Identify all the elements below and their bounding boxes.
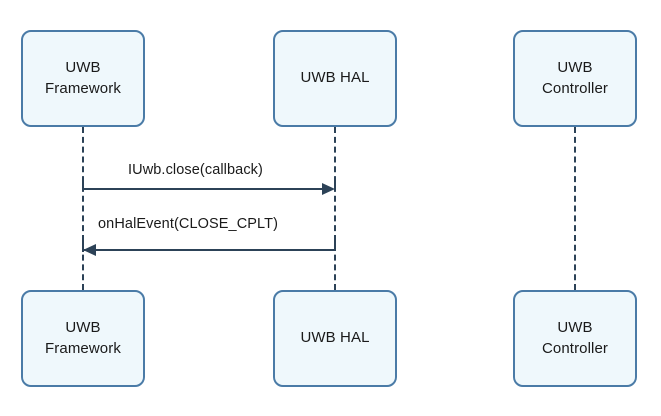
message-arrow-iuwb-close[interactable]: [83, 188, 323, 190]
participant-box-uwb-controller-top[interactable]: UWB Controller: [513, 30, 637, 127]
message-arrow-onhalevent-close-cplt[interactable]: [83, 249, 336, 251]
arrow-head-left-icon: [83, 244, 96, 256]
lifeline-uwb-framework: [82, 127, 84, 290]
message-origin-stub-onhalevent: [334, 241, 336, 251]
arrow-head-right-icon: [322, 183, 335, 195]
lifeline-uwb-controller: [574, 127, 576, 290]
participant-box-uwb-hal-top[interactable]: UWB HAL: [273, 30, 397, 127]
participant-box-uwb-hal-bottom[interactable]: UWB HAL: [273, 290, 397, 387]
participant-box-uwb-framework-top[interactable]: UWB Framework: [21, 30, 145, 127]
message-target-stub-iuwb-close: [334, 180, 336, 190]
participant-box-uwb-framework-bottom[interactable]: UWB Framework: [21, 290, 145, 387]
message-label-onhalevent-close-cplt: onHalEvent(CLOSE_CPLT): [98, 216, 279, 232]
message-origin-stub-iuwb-close: [82, 180, 84, 190]
lifeline-uwb-hal: [334, 127, 336, 290]
message-label-iuwb-close: IUwb.close(callback): [128, 162, 263, 178]
participant-box-uwb-controller-bottom[interactable]: UWB Controller: [513, 290, 637, 387]
